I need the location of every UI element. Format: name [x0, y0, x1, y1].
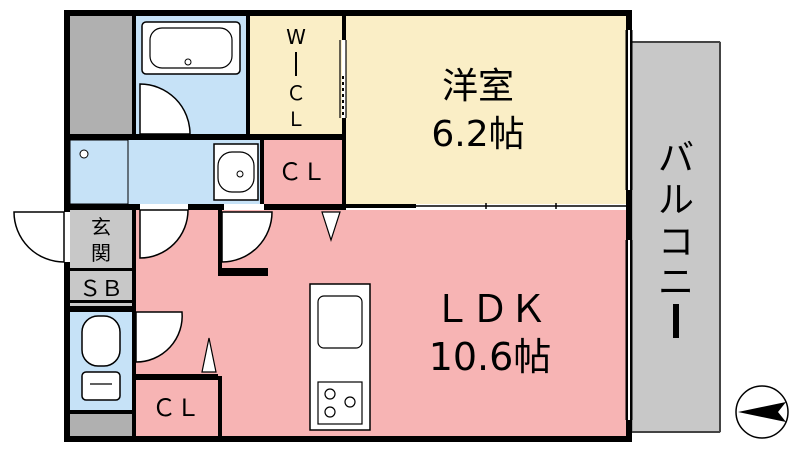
balcony-label-1: バ	[658, 138, 694, 179]
balcony-area	[631, 41, 721, 433]
balcony-label-3: コ	[658, 222, 694, 263]
kitchen-counter	[309, 283, 371, 431]
north-compass-icon	[735, 385, 789, 439]
doors	[13, 83, 273, 363]
washbasin-icon	[213, 143, 259, 201]
entrance-label-2: 関	[91, 241, 111, 265]
closet-top	[264, 140, 342, 204]
ldk-room-size: 10.6帖	[429, 335, 552, 379]
cl-bottom-label: ＣＬ	[152, 394, 200, 422]
balcony-label-5	[673, 304, 679, 338]
wcl-label-1: W	[286, 25, 306, 49]
washing-machine-area	[69, 139, 129, 205]
wcl-label-2: Ｃ	[286, 81, 306, 105]
storage-area	[70, 16, 132, 134]
entrance-area	[70, 210, 132, 306]
walls	[64, 10, 632, 442]
balcony-label-2: ル	[658, 180, 694, 221]
western-room-size: 6.2帖	[431, 114, 524, 155]
kitchen-sink-icon	[317, 295, 363, 349]
shoe-box-label: ＳＢ	[79, 277, 123, 302]
toilet-icon	[81, 315, 121, 401]
western-room-name: 洋室	[442, 66, 514, 107]
bathtub-icon	[141, 21, 241, 75]
wcl-label-3: Ｌ	[286, 107, 306, 131]
ldk-room	[222, 210, 626, 436]
entrance-label-1: 玄	[91, 215, 111, 239]
western-room	[346, 16, 626, 204]
cl-top-label: ＣＬ	[278, 158, 326, 186]
balcony-label-4: ニ	[658, 262, 694, 303]
closet-bottom	[136, 380, 218, 436]
ldk-room-name: ＬＤＫ	[433, 287, 547, 331]
